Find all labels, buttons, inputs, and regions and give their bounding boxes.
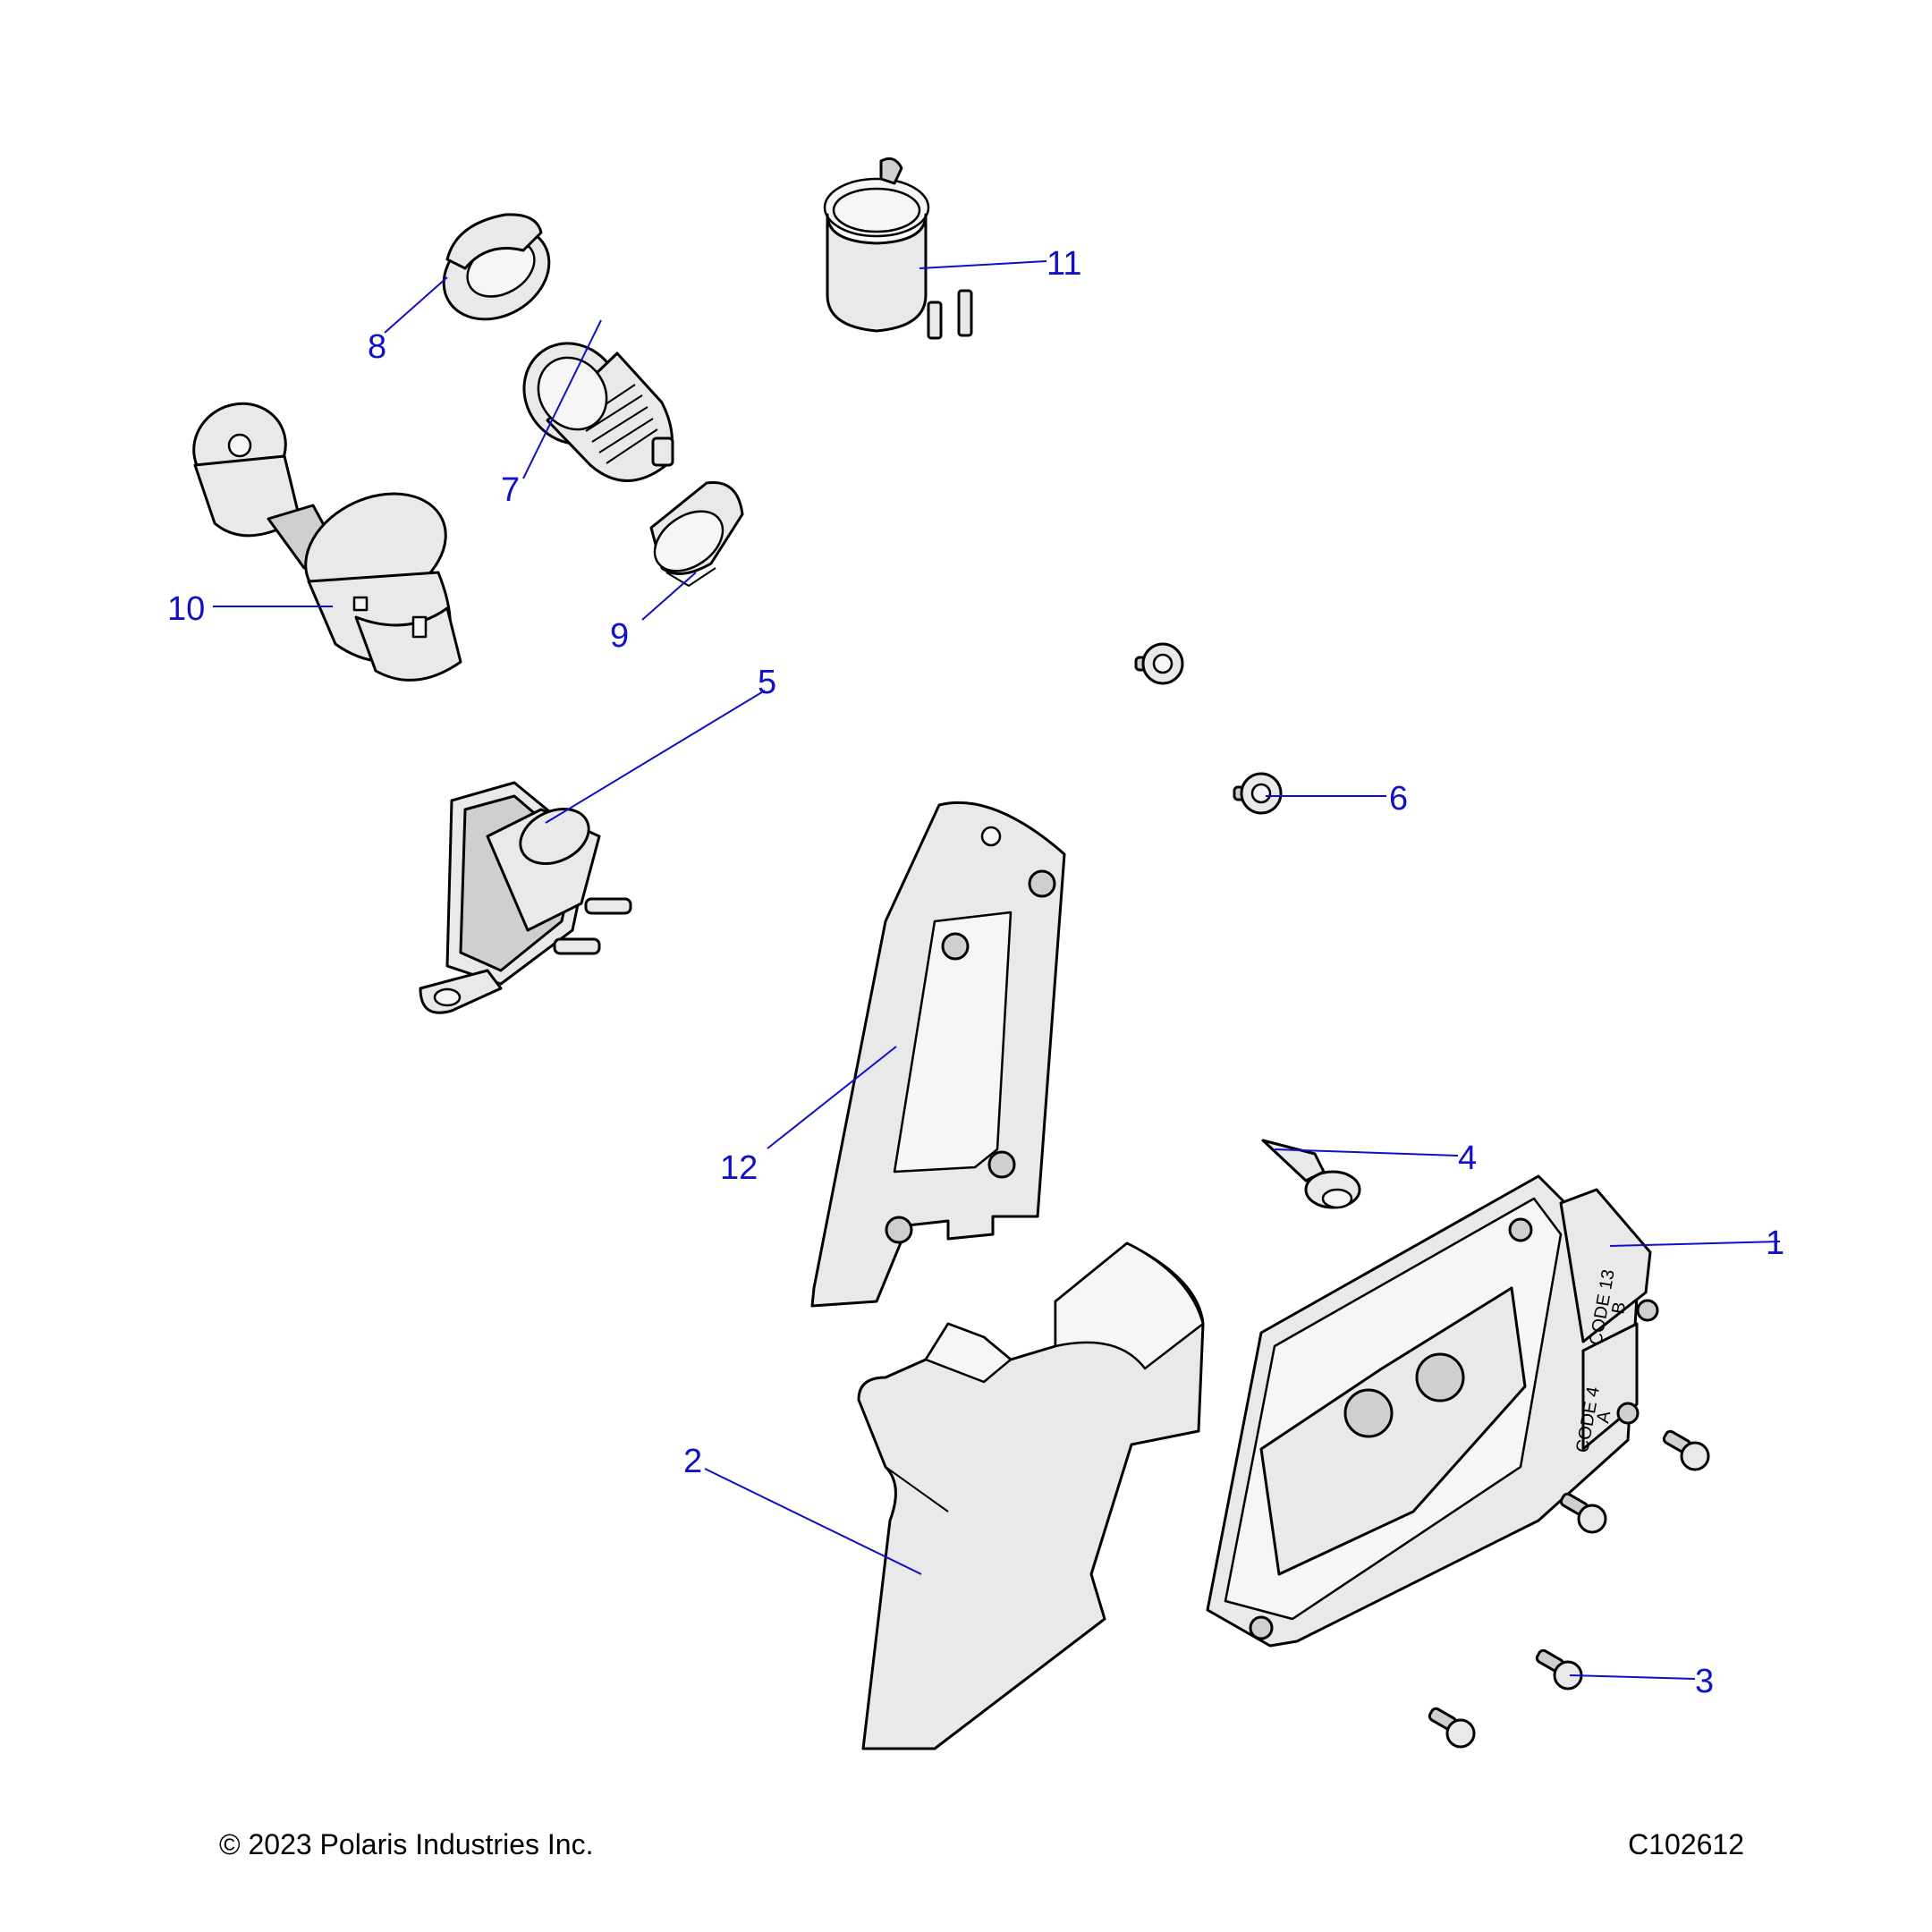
- ecu-marking-b: B: [1608, 1301, 1630, 1316]
- figure-id: C102612: [1628, 1828, 1744, 1860]
- callouts: 1 2 3 4 5 6 7 8 9 10 11 12: [167, 245, 1784, 1700]
- callout-3: 3: [1695, 1663, 1714, 1700]
- part-11-socket: [823, 157, 973, 340]
- part-1-ecu: CODE 13 B CODE 4 A: [1206, 1174, 1659, 1648]
- part-3-screw-b: [1559, 1492, 1607, 1534]
- callout-1: 1: [1766, 1224, 1784, 1262]
- leader-9: [641, 572, 697, 621]
- callout-5: 5: [758, 664, 776, 701]
- ecu-marking-a: A: [1593, 1409, 1614, 1425]
- copyright-text: © 2023 Polaris Industries Inc.: [219, 1828, 594, 1860]
- part-3-screw-a: [1662, 1429, 1710, 1471]
- callout-4: 4: [1458, 1140, 1477, 1177]
- leader-7: [522, 319, 602, 479]
- leader-2: [704, 1468, 922, 1575]
- callout-11: 11: [1046, 245, 1081, 283]
- leader-1: [1609, 1241, 1781, 1247]
- callout-8: 8: [368, 328, 386, 366]
- callout-9: 9: [610, 617, 629, 655]
- leader-4: [1274, 1148, 1459, 1157]
- callout-2: 2: [683, 1443, 702, 1480]
- leader-8: [384, 276, 448, 334]
- leader-12: [767, 1046, 897, 1149]
- part-6-screw-lower: [1233, 772, 1283, 815]
- callout-10: 10: [167, 590, 205, 628]
- callout-12: 12: [720, 1149, 758, 1187]
- part-2-cover: [857, 1241, 1205, 1750]
- part-9-nut: [649, 480, 744, 588]
- part-5-relay: [419, 781, 632, 1014]
- part-12-bracket: [810, 801, 1066, 1308]
- part-8-ring: [442, 213, 551, 321]
- part-3-screw-c: [1535, 1648, 1583, 1690]
- part-7-threaded-body: [522, 342, 674, 482]
- callout-7: 7: [501, 471, 520, 509]
- leader-lines: [213, 260, 1781, 1680]
- callout-6: 6: [1389, 780, 1408, 818]
- part-3-screw-d: [1428, 1707, 1476, 1749]
- part-10-switch: [192, 402, 462, 682]
- part-6-screw-upper: [1134, 642, 1184, 685]
- leader-3: [1569, 1674, 1696, 1680]
- leader-11: [919, 260, 1047, 269]
- leader-5: [545, 690, 766, 824]
- part-4-rivet: [1261, 1139, 1361, 1209]
